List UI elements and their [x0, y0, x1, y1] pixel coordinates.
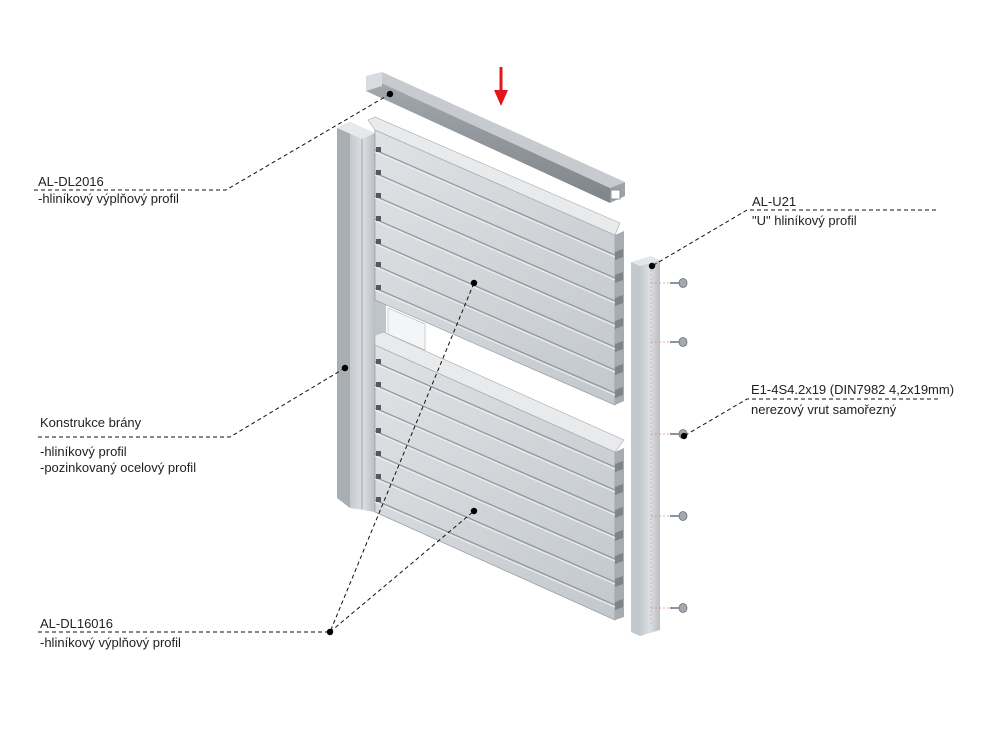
slat-highlight: [374, 289, 616, 396]
label-u21-desc: "U" hliníkový profil: [752, 213, 857, 228]
slat-end-profile: [615, 576, 623, 587]
lower-panel-slats: [374, 359, 623, 610]
leader-u21: [651, 209, 936, 267]
slat-end-notch: [376, 285, 381, 290]
slat-groove: [374, 476, 616, 583]
label-screw-code: E1-4S4.2x19 (DIN7982 4,2x19mm): [751, 382, 955, 397]
slat-end-profile: [615, 249, 623, 260]
slat-end-notch: [376, 451, 381, 456]
slat-end-notch: [376, 497, 381, 502]
slat-end-profile: [615, 272, 623, 283]
screw-icon: [670, 511, 688, 521]
slat-highlight: [374, 266, 616, 373]
leader-frame: [38, 367, 346, 438]
slat-groove: [374, 195, 616, 302]
label-dl2016-desc: -hliníkový výplňový profil: [38, 191, 179, 206]
label-dl16016-desc: -hliníkový výplňový profil: [40, 635, 181, 650]
leader-screw: [683, 398, 938, 437]
lower-infill-panel: [374, 331, 625, 621]
slat-end-notch: [376, 428, 381, 433]
slat-groove: [374, 384, 616, 491]
slat-groove: [374, 430, 616, 537]
label-frame-title: Konstrukce brány: [40, 415, 142, 430]
slat-groove: [374, 172, 616, 279]
slat-end-notch: [376, 216, 381, 221]
leader-dl16016-lower: [329, 510, 475, 633]
label-frame-desc-2: -pozinkovaný ocelový profil: [40, 460, 197, 475]
slat-highlight: [374, 174, 616, 281]
screw-icon: [670, 278, 688, 288]
slat-groove: [374, 499, 616, 606]
slat-end-profile: [615, 484, 623, 495]
slat-end-profile: [615, 507, 623, 518]
slat-end-notch: [376, 193, 381, 198]
slat-groove: [374, 407, 616, 514]
slat-highlight: [374, 501, 616, 608]
slat-end-profile: [615, 599, 623, 610]
slat-end-profile: [615, 461, 623, 472]
slat-highlight: [374, 432, 616, 539]
u-profile-al-u21: [631, 256, 660, 636]
slat-highlight: [374, 197, 616, 304]
leader-dl2016: [34, 93, 391, 191]
slat-end-notch: [376, 170, 381, 175]
slat-end-profile: [615, 387, 623, 398]
slat-highlight: [374, 151, 616, 258]
slat-groove: [374, 287, 616, 394]
slat-highlight: [374, 363, 616, 470]
slat-highlight: [374, 220, 616, 327]
slat-highlight: [374, 243, 616, 350]
slat-end-profile: [615, 318, 623, 329]
slat-end-notch: [376, 382, 381, 387]
slat-highlight: [374, 455, 616, 562]
slat-end-notch: [376, 405, 381, 410]
upper-panel-slats: [374, 147, 623, 398]
top-profile-al-dl2016: [366, 72, 625, 203]
slat-end-notch: [376, 359, 381, 364]
slat-groove: [374, 218, 616, 325]
panel-gap-window: [387, 307, 426, 351]
slat-end-profile: [615, 553, 623, 564]
slat-end-notch: [376, 474, 381, 479]
screw-icon: [670, 603, 688, 613]
slat-end-notch: [376, 262, 381, 267]
label-dl16016-code: AL-DL16016: [40, 616, 113, 631]
leader-lines: [34, 93, 938, 633]
slat-highlight: [374, 386, 616, 493]
upper-infill-panel: [367, 116, 624, 406]
slat-end-profile: [615, 341, 623, 352]
slat-groove: [374, 361, 616, 468]
slat-end-notch: [376, 147, 381, 152]
leader-dots: [326, 90, 688, 636]
label-screw-desc: nerezový vrut samořezný: [751, 402, 897, 417]
slat-end-profile: [615, 295, 623, 306]
slat-highlight: [374, 409, 616, 516]
label-u21-code: AL-U21: [752, 194, 797, 209]
slat-groove: [374, 149, 616, 256]
screw-set: [651, 278, 688, 613]
slat-end-notch: [376, 239, 381, 244]
slat-highlight: [374, 478, 616, 585]
slat-groove: [374, 241, 616, 348]
slat-end-profile: [615, 364, 623, 375]
screw-icon: [670, 337, 688, 347]
slat-groove: [374, 453, 616, 560]
label-frame-desc-1: -hliníkový profil: [40, 444, 127, 459]
down-arrow-icon: [494, 67, 508, 106]
label-dl2016-code: AL-DL2016: [38, 174, 104, 189]
slat-groove: [374, 264, 616, 371]
slat-end-profile: [615, 530, 623, 541]
